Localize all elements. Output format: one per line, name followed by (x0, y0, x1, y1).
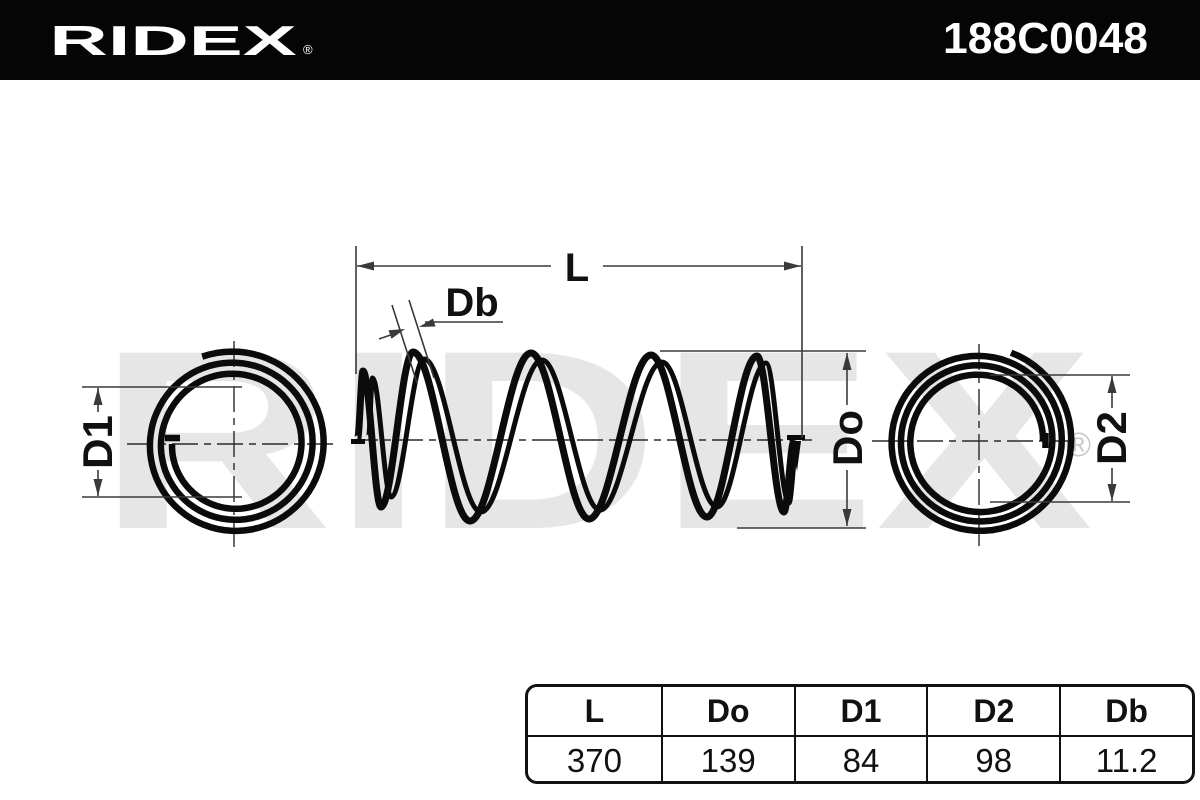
spec-value-Db: 11.2 (1059, 737, 1192, 784)
brand-logo-text: RIDEX (49, 17, 296, 64)
brand-registered-icon: ® (303, 42, 313, 57)
arrow-up-icon (93, 388, 103, 405)
label-outer-diameter: Do (824, 410, 871, 466)
spiral-left (146, 348, 327, 535)
brand-logo: RIDEX (49, 17, 296, 64)
arrow-down-icon (1107, 484, 1117, 501)
header-bar: RIDEX ® 188C0048 (0, 0, 1200, 80)
spec-value-L: 370 (566, 741, 622, 779)
dimension-outer-diameter: Do (660, 350, 871, 529)
part-number: 188C0048 (943, 14, 1148, 63)
label-d2: D2 (1088, 411, 1135, 465)
label-wire-diameter: Db (445, 281, 498, 325)
coil-outer-line (354, 348, 798, 525)
dimension-length: L (355, 246, 803, 438)
spec-col-header-D2: D2 (926, 687, 1060, 737)
arrow-tail (378, 333, 393, 340)
arrow-icon (419, 318, 436, 327)
end-view-left (146, 348, 327, 535)
arrow-icon (388, 329, 405, 339)
arrow-left-icon (357, 261, 374, 271)
gauge-line (391, 304, 418, 384)
spring-technical-drawing: RIDEX ® (74, 246, 1135, 583)
dimension-d1: D1 (74, 386, 242, 498)
spec-col-header-L: L (528, 687, 661, 737)
spring-side-view (351, 348, 805, 525)
label-d1: D1 (74, 415, 121, 469)
spec-col-header-Db: Db (1059, 687, 1192, 737)
arrow-up-icon (1107, 376, 1117, 393)
arrow-up-icon (842, 353, 852, 370)
spiral-right (888, 349, 1075, 535)
dimension-wire-diameter: Db (378, 281, 503, 384)
spec-value-D1: 84 (793, 737, 927, 784)
coil-inner-line (366, 356, 799, 515)
arrow-down-icon (842, 509, 852, 526)
end-view-right (888, 349, 1075, 535)
spec-col-header-Do: Do (660, 687, 794, 737)
spec-value-D2: 98 (926, 737, 1059, 784)
spec-col-header-D1: D1 (793, 687, 927, 737)
gauge-line (408, 299, 435, 379)
dimension-d2: D2 (990, 374, 1135, 503)
arrow-down-icon (93, 479, 103, 496)
wire-end-wedge (791, 441, 801, 471)
arrow-right-icon (784, 261, 801, 271)
label-length: L (565, 246, 589, 290)
spec-value-Do: 139 (660, 737, 794, 784)
